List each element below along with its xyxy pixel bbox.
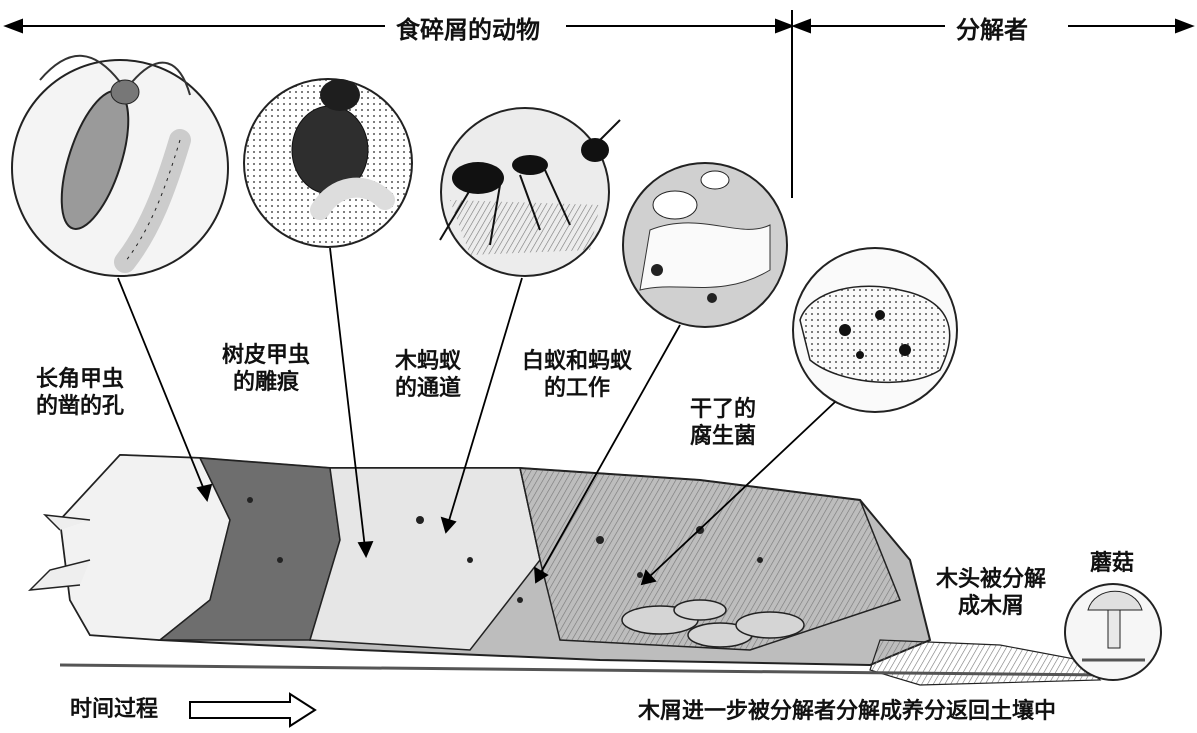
longhorn-beetle-circle bbox=[12, 56, 228, 276]
carpenter-ant-circle bbox=[440, 108, 620, 276]
dry-fungus-circle bbox=[793, 248, 957, 412]
wood-decomposed-label: 木头被分解 成木屑 bbox=[936, 566, 1046, 620]
mushroom-circle bbox=[1065, 584, 1161, 680]
mushroom-label: 蘑菇 bbox=[1090, 550, 1134, 577]
dry-fungus-label: 干了的 腐生菌 bbox=[690, 396, 756, 450]
longhorn-beetle-label: 长角甲虫 的凿的孔 bbox=[36, 366, 124, 420]
termite-ant-label: 白蚁和蚂蚁 的工作 bbox=[522, 348, 632, 402]
detritivores-heading: 食碎屑的动物 bbox=[390, 10, 546, 45]
carpenter-ant-label: 木蚂蚁 的通道 bbox=[395, 348, 461, 402]
termite-circle bbox=[623, 163, 787, 327]
bark-beetle-circle bbox=[244, 79, 412, 247]
time-process-label: 时间过程 bbox=[70, 696, 158, 723]
decomposers-heading: 分解者 bbox=[950, 10, 1034, 45]
time-arrow-icon bbox=[190, 694, 315, 726]
bottom-caption: 木屑进一步被分解者分解成养分返回土壤中 bbox=[638, 698, 1056, 725]
bark-beetle-label: 树皮甲虫 的雕痕 bbox=[222, 342, 310, 396]
